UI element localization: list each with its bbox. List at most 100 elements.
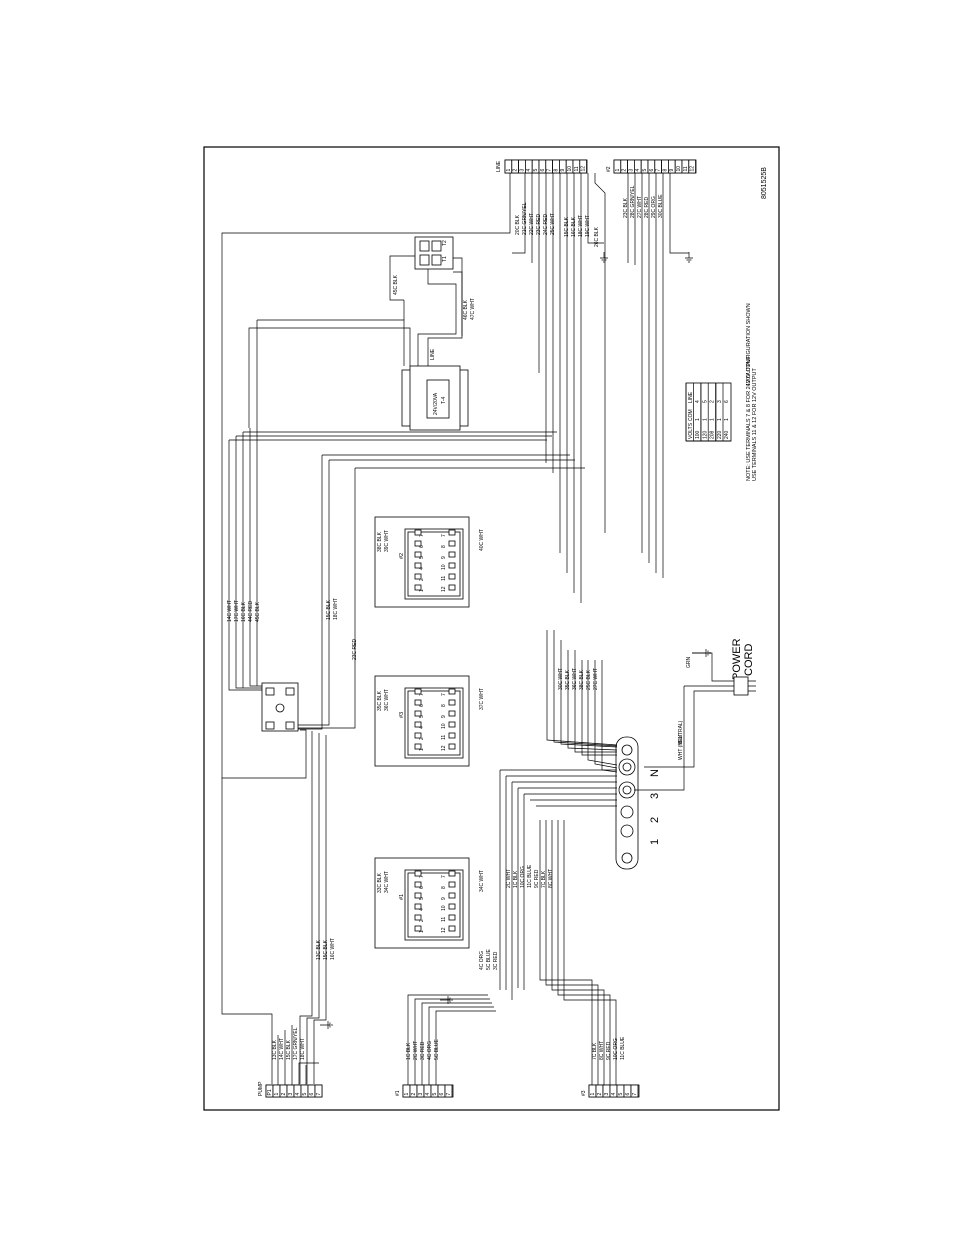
volts-cell-0-0: VOLTS [688,422,694,439]
strip-screw-n-inner [622,762,632,772]
block1-wire-3: 4C ORG [427,1041,433,1060]
block3-terminal-5: 6 [625,1093,631,1096]
timer-2-pin-top-4: 6 [419,545,425,548]
pump-block-terminal-3: 3 [288,1093,294,1096]
timer-1-pin-top-1: 2 [419,919,425,922]
timer-2-pin-bottom-1: 11 [441,576,447,581]
timer-1-pin-slot-top-1 [414,914,422,921]
pump-block-terminal-1: 1 [274,1093,280,1096]
block2-terminal-5: 6 [649,169,655,172]
block3-wire-4: 11C BLUE [620,1036,626,1060]
line-block-wire-0: 20C BLK [515,214,521,235]
timer-3-pin-top-4: 6 [419,704,425,707]
timer-1-lower-wire-0: 4C ORG [479,951,485,970]
timer-1-wire-0: 33C BLK [377,872,383,893]
timer-1-pin-slot-top-5 [414,870,422,877]
timer-2-pin-top-3: 5 [419,556,425,559]
timer-3-wire-1: 36C WHT [384,689,390,711]
timer-2-label: #2 [399,553,405,559]
left-bundle-wire-1: 17C WHT [234,600,240,622]
cord-wire-grn: GRN [686,657,692,669]
block1-wire-0: 1C BLK [406,1042,412,1060]
timer-2-pin-bottom-0: 12 [441,586,447,592]
timer-3-pin-bottom-4: 8 [441,704,447,707]
switch-tab-2 [285,687,295,696]
timer-3-pin-slot-top-0 [414,743,422,750]
right-low-bundle-wire-4: 9C RED [534,869,540,888]
selector-switch [261,682,299,732]
pump-block-terminal-7: 7 [316,1093,322,1096]
block3-wire-2: 9C RED [606,1041,612,1060]
timer-3-pin-slot-bottom-1 [448,732,456,739]
timer-2-pin-slot-bottom-2 [448,562,456,569]
block1-cell-6 [444,1084,453,1098]
block3-terminal-1: 2 [597,1093,603,1096]
right-mid-bundle-wire-3: 38C BLK [579,669,585,690]
volts-cell-2-2: 5 [702,400,708,403]
cord-wire-blk: BLK [678,734,684,744]
volts-cell-2-1: 1 [702,418,708,421]
strip-screw-1b [620,824,634,838]
timer-1-label: #1 [399,894,405,900]
strip-number-1: 1 [649,839,661,845]
block2-wire-3: 28C RED [644,196,650,218]
relay-label-t2: T2 [442,240,448,246]
timer-3-label: #3 [399,712,405,718]
block1-wire-2: 3C RED [420,1041,426,1060]
cord-conductors [634,652,734,791]
pump-block-title: PUMP [258,1081,264,1096]
timer-2-pin-slot-bottom-5 [448,529,456,536]
timer-1-pin-slot-bottom-4 [448,881,456,888]
timer-3-pin-bottom-5: 7 [441,693,447,696]
timer-2-pin-slot-top-0 [414,584,422,591]
strip-number-2: 2 [649,817,661,823]
block2-wire-2: 27C WHT [637,196,643,218]
right-mid-bundle-wire-5: 27C WHT [593,668,599,690]
volts-cell-3-0: 208 [710,430,716,439]
block2-wire-1: 28C GRN/YEL [630,185,636,218]
timer-1-pin-top-2: 4 [419,908,425,911]
block2-title: #2 [606,166,612,172]
block3-cell-6 [630,1084,639,1098]
relay: T2 T1 45C BLK 46C BLK 47C WHT [393,236,476,320]
timer-2-pin-slot-top-2 [414,562,422,569]
line-block-terminal-10: 11 [574,166,580,171]
timer-1-pin-bottom-3: 9 [441,897,447,900]
relay-contact-3 [419,254,430,266]
timer-1-pin-slot-top-3 [414,892,422,899]
block3-title: #3 [581,1090,587,1096]
right-low-bundle-wire-5: 7C BLK [541,870,547,888]
block2-wire-4: 29C ORG [651,196,657,218]
timer-1-pin-slot-bottom-1 [448,914,456,921]
relay-contact-2 [431,240,442,252]
timer-2-pin-bottom-4: 8 [441,545,447,548]
pump-block-wire-1: 14C WHT [279,1038,285,1060]
cord-ground [692,649,711,657]
block1-terminal-6: 7 [446,1093,452,1096]
timer-2-pin-slot-bottom-4 [448,540,456,547]
timer-2-pin-slot-top-4 [414,540,422,547]
block3-wire-1: 8C WHT [599,1041,605,1060]
mid-bundle-wire-1: 18C WHT [333,598,339,620]
line-block-terminal-8: 9 [560,169,566,172]
timer-1-pin-bottom-1: 11 [441,917,447,922]
timer-1-lower-wire-2: 3C RED [493,951,499,970]
timer-2-pin-slot-top-3 [414,551,422,558]
transformer-line-label: LINE [430,348,436,360]
timer-1-pin-top-0: 1 [419,930,425,933]
block2-terminal-3: 4 [635,169,641,172]
timer-3-pin-top-2: 4 [419,726,425,729]
timer-1-pin-bottom-4: 8 [441,886,447,889]
switch-tab-3 [265,721,275,730]
timer-2-pin-top-2: 4 [419,567,425,570]
block2-terminal-7: 8 [662,169,668,172]
pump-block-terminal-5: 5 [302,1093,308,1096]
relay-label-t1: T1 [442,256,448,262]
transformer: 24V/20VA T-4 LINE [401,348,469,431]
block3-terminal-4: 5 [618,1093,624,1096]
